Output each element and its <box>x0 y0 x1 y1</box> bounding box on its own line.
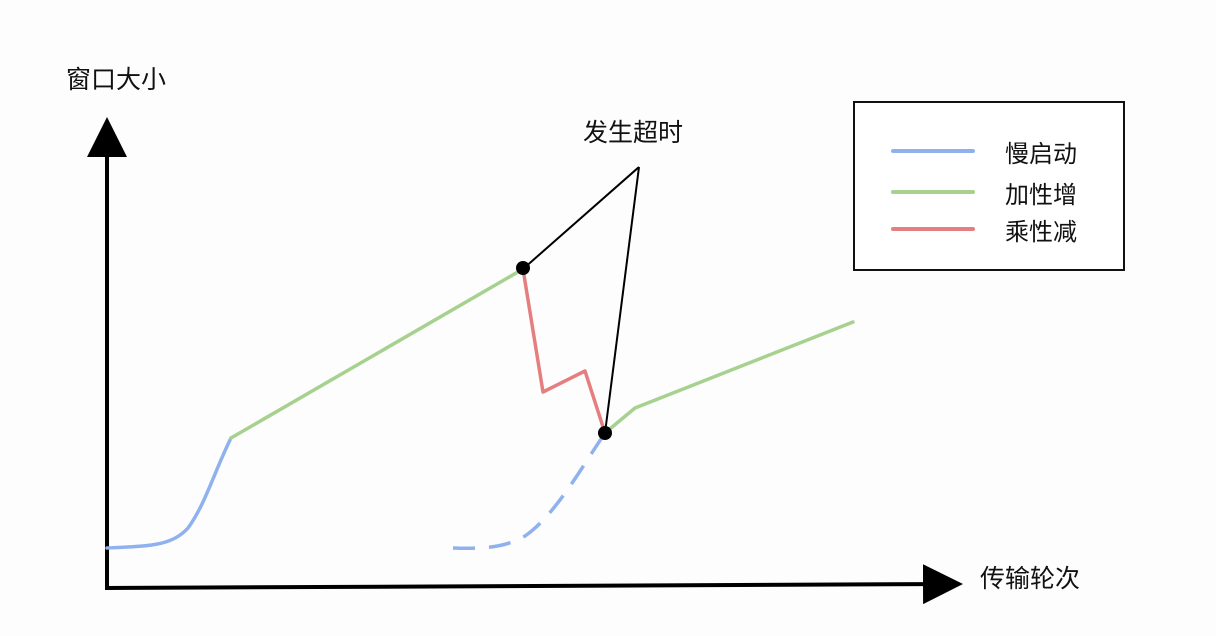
legend-swatch-multiplicative-decrease <box>891 227 975 231</box>
annotation-pointer-2 <box>604 166 640 434</box>
legend-label-slow-start: 慢启动 <box>1005 139 1077 168</box>
timeout-point-2 <box>598 426 612 440</box>
timeout-annotation-label: 发生超时 <box>583 118 684 147</box>
legend-label-additive-increase: 加性增 <box>1005 180 1077 209</box>
legend-item-slow-start: 慢启动 <box>891 136 1077 168</box>
slow-start-restart-dashed <box>452 432 607 551</box>
x-axis <box>104 564 963 605</box>
legend: 慢启动 加性增 乘性减 <box>853 101 1125 271</box>
slow-start-curve <box>105 436 233 550</box>
y-axis-label: 窗口大小 <box>66 65 167 94</box>
multiplicative-decrease-zigzag <box>521 267 607 435</box>
additive-increase-line-1 <box>229 267 525 440</box>
legend-label-multiplicative-decrease: 乘性减 <box>1005 217 1077 246</box>
annotation-pointer-1 <box>522 166 640 270</box>
legend-item-multiplicative-decrease: 乘性减 <box>891 214 1077 246</box>
timeout-point-1 <box>516 261 530 275</box>
additive-increase-line-2 <box>603 320 855 435</box>
legend-swatch-slow-start <box>891 149 975 153</box>
x-axis-label: 传输轮次 <box>980 564 1081 593</box>
legend-swatch-additive-increase <box>891 190 975 194</box>
legend-item-additive-increase: 加性增 <box>891 177 1077 209</box>
